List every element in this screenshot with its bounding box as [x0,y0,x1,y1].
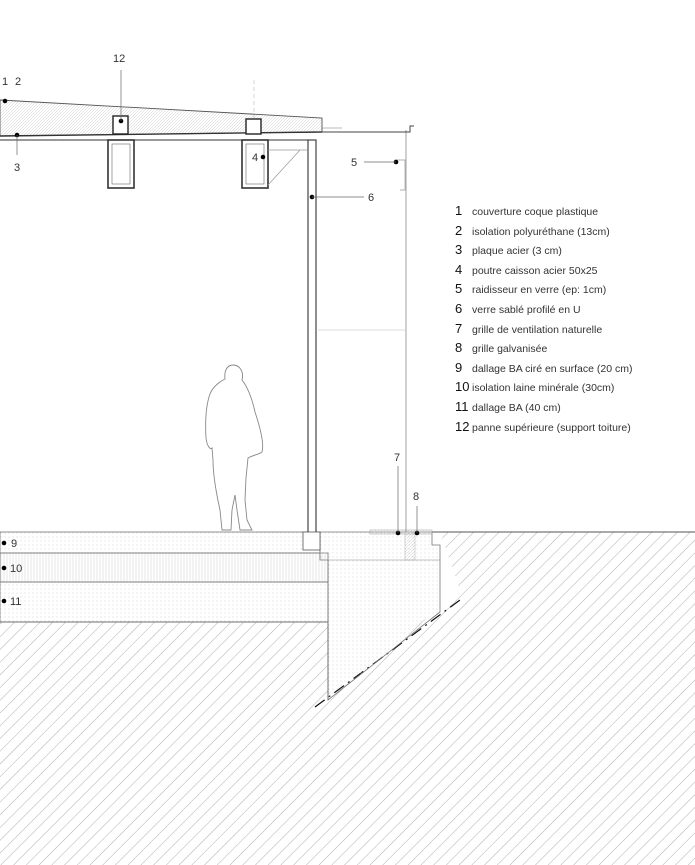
legend-label: isolation polyuréthane (13cm) [472,225,610,238]
legend-item: 2 isolation polyuréthane (13cm) [455,223,691,243]
legend-number: 1 [455,203,463,218]
legend-label: poutre caisson acier 50x25 [472,264,598,277]
galvanised-grille [404,533,416,561]
legend-number: 10 [455,379,470,395]
legend-number: 6 [455,300,463,316]
callout-2: 2 [15,76,21,88]
leader-lines [16,70,418,533]
legend-item: 4 poutre caisson acier 50x25 [455,262,691,282]
legend-number: 5 [455,281,463,297]
callout-4: 4 [252,152,258,164]
legend-number: 4 [455,261,463,277]
legend-number: 8 [455,340,463,356]
foundation-block [319,531,441,701]
slab-11 [0,581,329,623]
legend-label: dallage BA ciré en surface (20 cm) [472,362,633,375]
legend-number: 3 [455,242,463,258]
legend-label: couverture coque plastique [472,206,599,218]
box-beam-2 [241,139,269,189]
human-figure [205,364,264,531]
slab-9 [0,531,321,554]
callout-9: 9 [11,538,17,550]
callout-8: 8 [413,491,419,503]
callout-7: 7 [394,452,400,464]
callout-6: 6 [368,192,374,204]
ventilation-grille [369,529,433,535]
legend-label: dallage BA (40 cm) [472,401,561,414]
legend-item: 7 grille de ventilation naturelle [455,321,691,341]
legend-number: 2 [455,222,463,238]
callout-3: 3 [14,162,20,174]
legend-item: 8 grille galvanisée [455,340,691,360]
legend-item: 1 couverture coque plastique [455,203,691,223]
legend-label: plaque acier (3 cm) [472,245,562,258]
legend-number: 7 [455,320,463,336]
legend-number: 9 [455,359,463,375]
legend-number: 12 [455,418,470,434]
legend-item: 3 plaque acier (3 cm) [455,242,691,262]
legend-number: 11 [455,398,469,414]
wall-base [302,531,321,551]
callout-11: 11 [10,596,21,608]
purlin-2 [245,118,262,135]
legend-label: isolation laine minérale (30cm) [472,382,615,395]
callout-12: 12 [113,53,125,65]
legend-label: raidisseur en verre (ep: 1cm) [472,284,607,297]
ground-hatch [0,532,695,865]
legend-label: verre sablé profilé en U [472,303,581,316]
callout-1: 1 [2,76,8,88]
callout-dots [1,98,420,604]
callout-5: 5 [351,157,357,169]
legend-label: grille galvanisée [472,343,548,356]
legend-label: panne supérieure (support toiture) [472,421,631,434]
legend-item: 9 dallage BA ciré en surface (20 cm) [455,360,691,380]
purlin-1 [112,115,129,135]
legend-item: 6 verre sablé profilé en U [455,301,691,321]
legend: 1 couverture coque plastique 2 isolation po… [455,203,691,438]
box-beam-1 [107,139,135,189]
legend-label: grille de ventilation naturelle [472,323,603,336]
legend-item: 5 raidisseur en verre (ep: 1cm) [455,281,691,301]
roof-cover [0,99,323,137]
callout-10: 10 [10,563,22,575]
slab-10 [0,552,329,583]
glass-stiffener [395,159,406,191]
